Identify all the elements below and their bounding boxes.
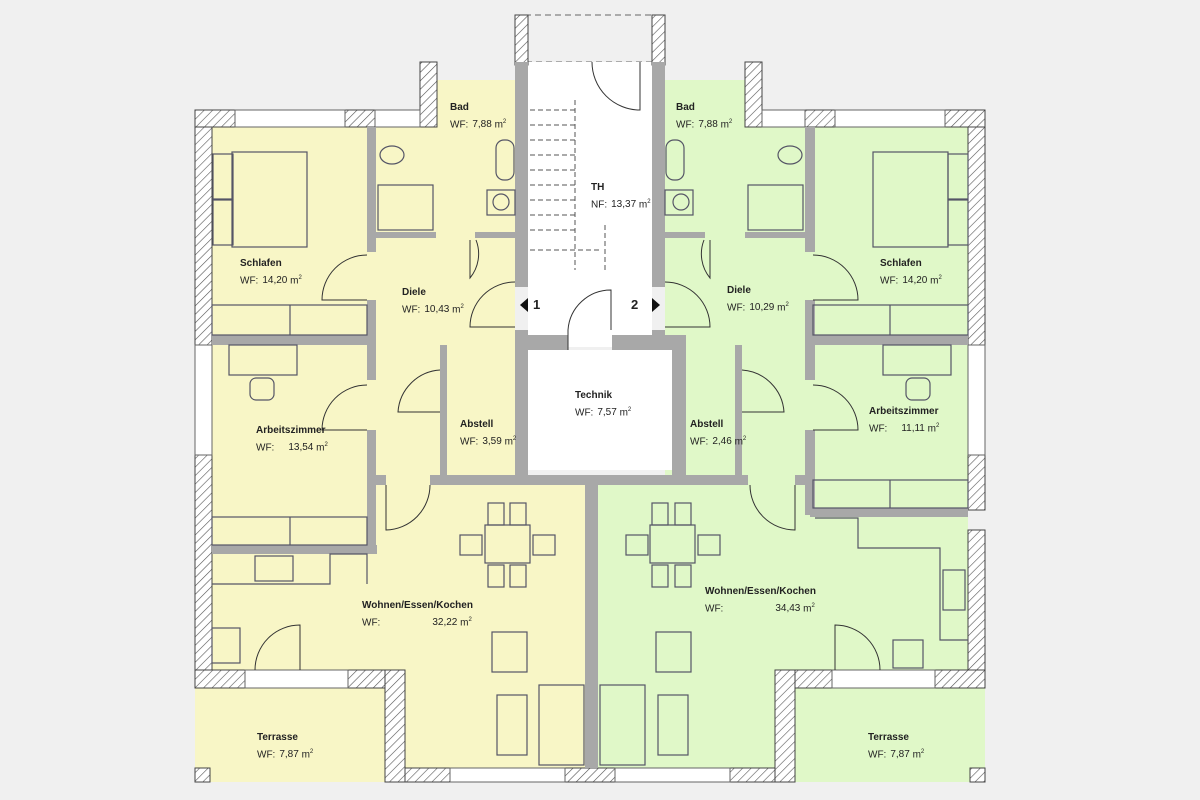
windows [194,109,986,783]
doors [254,61,881,671]
staircase [530,100,606,270]
furniture [211,139,969,766]
terrace-1 [195,688,385,782]
interior-walls [212,62,968,768]
unit-1-floor [212,80,585,768]
balcony-outline [514,14,666,63]
unit-entry-markers [520,298,660,312]
unit-1-marker: 1 [533,297,541,312]
unit-2-floor [598,80,968,768]
terrace-2 [795,688,985,782]
unit-2-marker: 2 [631,297,639,312]
technik-floor [528,350,672,470]
